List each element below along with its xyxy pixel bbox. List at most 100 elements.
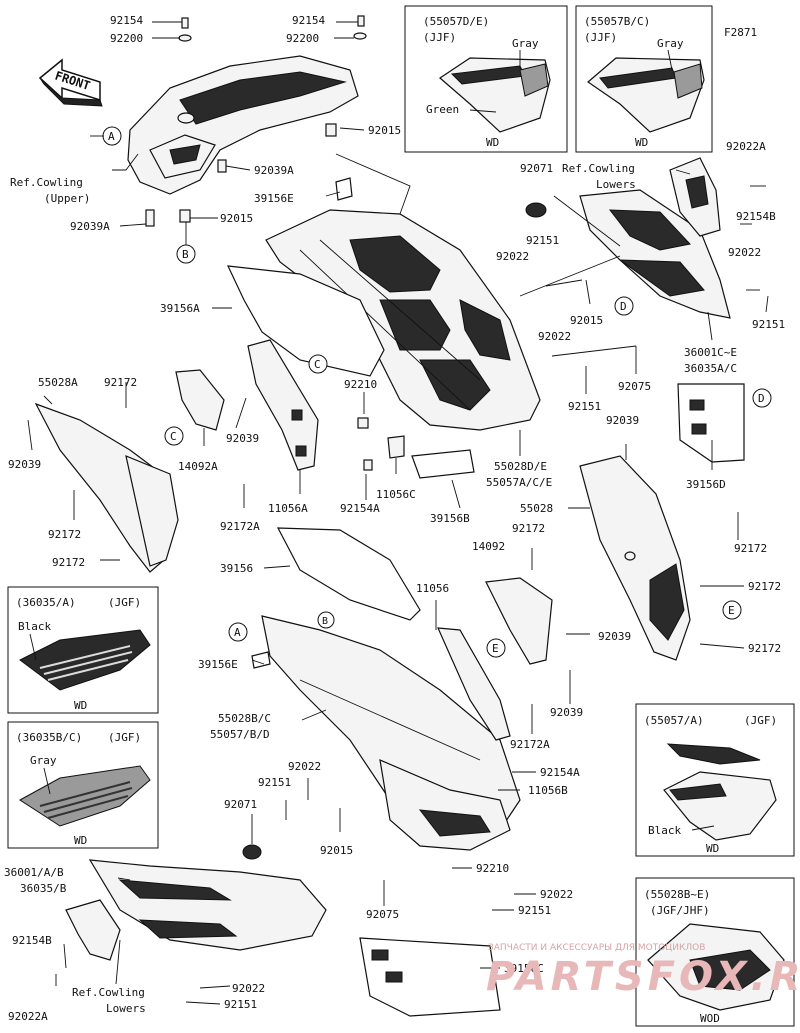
label-11056: 11056: [416, 582, 449, 595]
label-39156E-c: 39156E: [198, 658, 238, 671]
label-36035B: 36035/B: [20, 882, 67, 895]
svg-text:Green: Green: [426, 103, 459, 116]
label-92151-r1: 92151: [526, 234, 559, 247]
label-92154B-b: 92154B: [12, 934, 52, 947]
label-39156B: 39156B: [430, 512, 470, 525]
label-92154A-c: 92154A: [340, 502, 380, 515]
svg-text:A: A: [234, 626, 241, 639]
part-labels: 92154 92200 92154 92200 92015 92039A Ref…: [4, 14, 785, 1023]
callout-D-pad: D: [752, 388, 772, 408]
tab-39156E-c: [251, 651, 271, 669]
label-55057ACE: 55057A/C/E: [486, 476, 552, 489]
callout-A-center: A: [228, 622, 248, 642]
svg-text:A: A: [108, 130, 115, 143]
label-92022-b2: 92022: [540, 888, 573, 901]
side-cowling-right-upper: [579, 189, 731, 319]
svg-text:(36035/A): (36035/A): [16, 596, 76, 609]
label-ref-lowers-b2: Lowers: [106, 1002, 146, 1015]
label-92151-b2: 92151: [518, 904, 551, 917]
label-92015-r: 92015: [570, 314, 603, 327]
label-39156D: 39156D: [686, 478, 726, 491]
label-36001AB: 36001/A/B: [4, 866, 64, 879]
svg-text:(JGF): (JGF): [108, 731, 141, 744]
inset-55028BE: (55028B~E) (JGF/JHF) WOD: [635, 877, 795, 1027]
label-36001CE: 36001C~E: [684, 346, 737, 359]
svg-text:(JGF/JHF): (JGF/JHF): [650, 904, 710, 917]
callout-B-top: B: [176, 244, 196, 264]
svg-text:(36035B/C): (36035B/C): [16, 731, 82, 744]
svg-text:B: B: [182, 248, 189, 261]
label-39156A: 39156A: [160, 302, 200, 315]
bracket-14092A: [175, 369, 225, 431]
label-92151-b3: 92151: [224, 998, 257, 1011]
label-36035AC: 36035A/C: [684, 362, 737, 375]
label-92022-r3: 92022: [538, 330, 571, 343]
label-92172-l1: 92172: [104, 376, 137, 389]
label-92172-r3: 92172: [748, 642, 781, 655]
label-92075-b: 92075: [366, 908, 399, 921]
tab-39156E: [335, 177, 353, 201]
svg-text:Gray: Gray: [512, 37, 539, 50]
label-92172A-b: 92172A: [510, 738, 550, 751]
bracket-right: [669, 157, 721, 237]
label-55028BC: 55028B/C: [218, 712, 271, 725]
label-92022-b3: 92022: [232, 982, 265, 995]
bracket-11056A: [247, 339, 319, 471]
svg-text:WD: WD: [486, 136, 499, 149]
side-panel-55028A: [34, 402, 179, 573]
inset-55057A: (55057/A) (JGF) Black WD: [635, 703, 795, 857]
label-92200-tl: 92200: [110, 32, 143, 45]
grommet-92071-r: [525, 202, 547, 218]
label-92154A-b: 92154A: [540, 766, 580, 779]
label-ref-upper-1: Ref.Cowling: [10, 176, 83, 189]
svg-text:(JGF): (JGF): [744, 714, 777, 727]
fastener-group-top: [145, 15, 367, 227]
svg-text:Gray: Gray: [30, 754, 57, 767]
label-92172A-c: 92172A: [220, 520, 260, 533]
svg-text:E: E: [492, 642, 499, 655]
label-92015-t: 92015: [368, 124, 401, 137]
pad-39156: [276, 527, 421, 621]
callout-E-right: E: [722, 600, 742, 620]
svg-text:E: E: [728, 604, 735, 617]
label-92039-l1: 92039: [8, 458, 41, 471]
bracket-11056: [437, 627, 511, 741]
label-92039-r: 92039: [606, 414, 639, 427]
inset-36035A: (36035/A) (JGF) Black WD: [7, 586, 159, 714]
label-92151-b1: 92151: [258, 776, 291, 789]
label-92039A-l: 92039A: [70, 220, 110, 233]
label-92022A-b: 92022A: [8, 1010, 48, 1023]
callout-B-center: B: [317, 611, 335, 629]
clip-group-center: [357, 417, 475, 479]
label-92154-tc: 92154: [292, 14, 325, 27]
label-ref-lowers-r1: Ref.Cowling: [562, 162, 635, 175]
callout-C-left: C: [164, 426, 184, 446]
label-92039-c2: 92039: [550, 706, 583, 719]
label-92200-tc: 92200: [286, 32, 319, 45]
watermark-logo: PARTSFOX.RU: [486, 954, 800, 1000]
leader-lines: [27, 21, 769, 1005]
svg-text:(55057B/C): (55057B/C): [584, 15, 650, 28]
label-92154B-r: 92154B: [736, 210, 776, 223]
svg-text:WD: WD: [706, 842, 719, 855]
label-92071-r: 92071: [520, 162, 553, 175]
inner-panel-upper: [265, 209, 541, 431]
label-92015-b: 92015: [320, 844, 353, 857]
label-ref-lowers-b1: Ref.Cowling: [72, 986, 145, 999]
bracket-14092: [485, 577, 553, 665]
svg-text:Gray: Gray: [657, 37, 684, 50]
pad-39156D: [677, 383, 745, 463]
svg-text:(55028B~E): (55028B~E): [644, 888, 710, 901]
label-92015-l: 92015: [220, 212, 253, 225]
inset-36035BC: (36035B/C) (JGF) Gray WD: [7, 721, 159, 849]
svg-text:D: D: [620, 300, 627, 313]
svg-text:B: B: [322, 616, 328, 627]
inset-55057DE: (55057D/E) (JJF) Gray Green WD: [404, 5, 568, 153]
label-92210-b: 92210: [476, 862, 509, 875]
callout-C-top: C: [308, 354, 328, 374]
label-55028DE: 55028D/E: [494, 460, 547, 473]
watermark-text: ЗАПЧАСТИ И АКСЕССУАРЫ ДЛЯ МОТОЦИКЛОВ: [488, 943, 705, 953]
label-92022-r2: 92022: [728, 246, 761, 259]
label-92022-r1: 92022: [496, 250, 529, 263]
